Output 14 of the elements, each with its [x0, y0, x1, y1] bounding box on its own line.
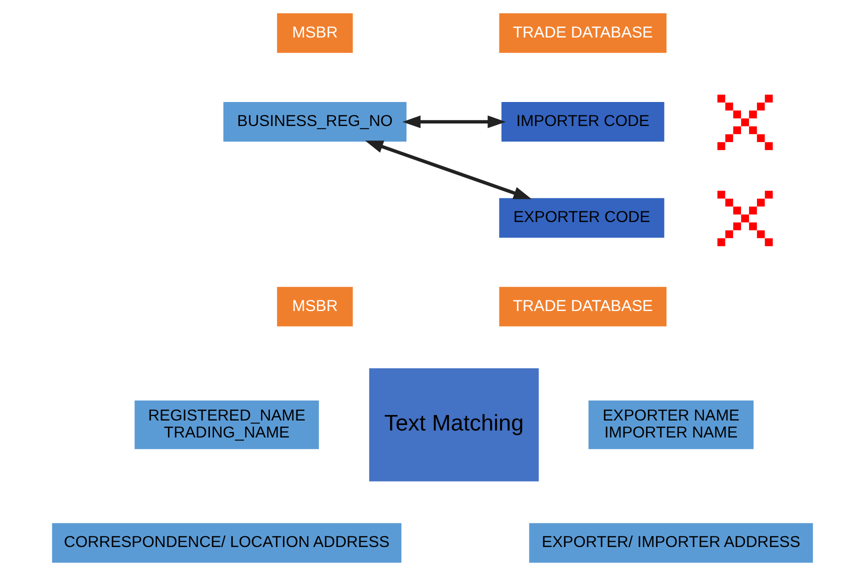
node-box: TRADE DATABASE	[498, 286, 668, 328]
node-box: EXPORTER NAME IMPORTER NAME	[586, 399, 754, 450]
node-box: REGISTERED_NAME TRADING_NAME	[132, 399, 320, 450]
node-box: BUSINESS_REG_NO	[222, 100, 408, 143]
node-box: EXPORTER CODE	[498, 197, 665, 239]
node-box: MSBR	[275, 286, 354, 328]
node-box: IMPORTER CODE	[500, 100, 665, 143]
node-box: Text Matching	[368, 367, 540, 482]
node-box: MSBR	[275, 12, 354, 54]
arrow	[364, 140, 532, 200]
node-box: TRADE DATABASE	[498, 12, 668, 54]
node-box: CORRESPONDENCE/ LOCATION ADDRESS	[50, 522, 402, 564]
node-box: EXPORTER/ IMPORTER ADDRESS	[528, 522, 814, 564]
arrow	[402, 115, 506, 128]
